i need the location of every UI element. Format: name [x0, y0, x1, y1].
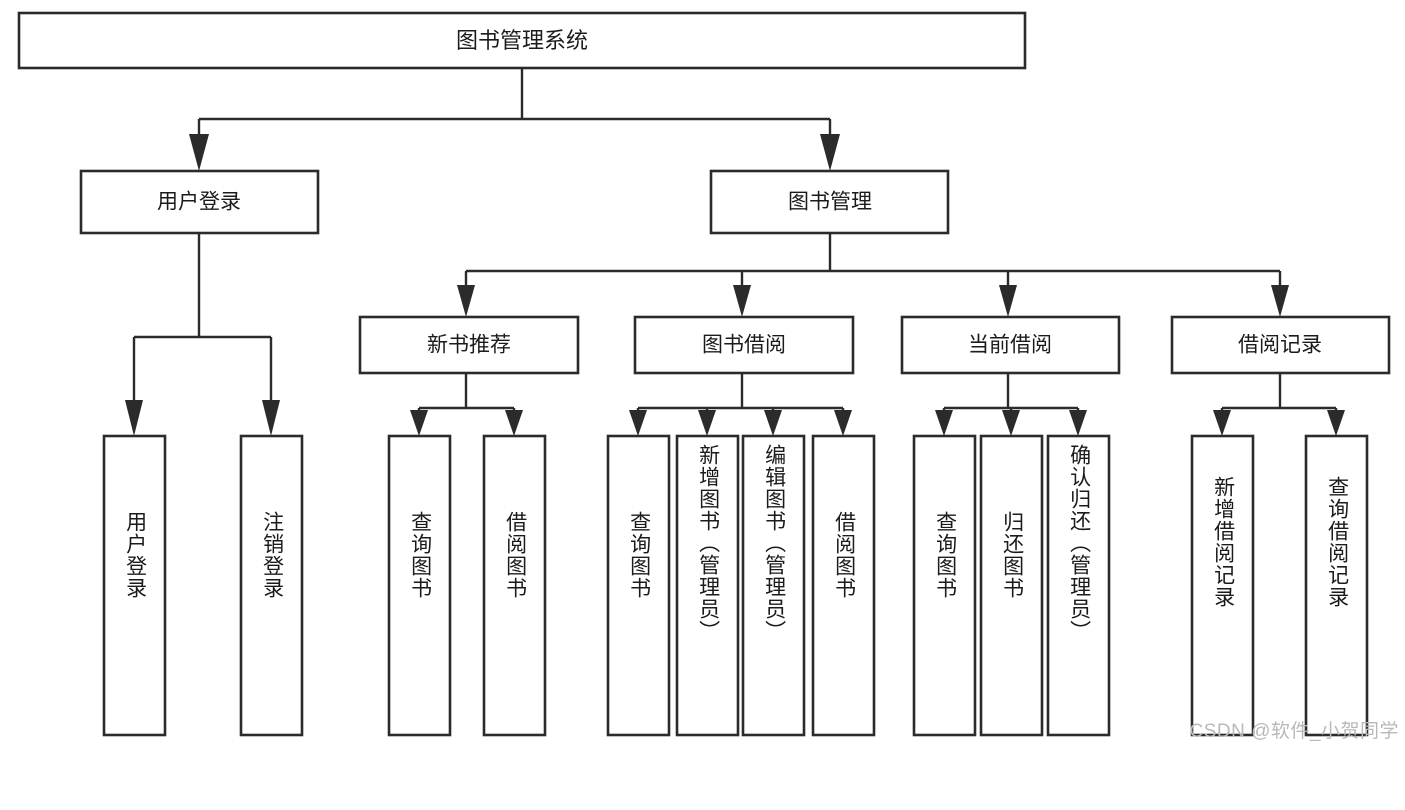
- node-user-login-label: 用户登录: [157, 191, 241, 214]
- arrow-head-leaf-query-book-borrow: [629, 410, 647, 436]
- node-layer: 图书管理系统 用户登录 图书管理 新书推荐 图书借阅 当前借阅 借阅记录: [17, 11, 1391, 737]
- node-book-management-box[interactable]: [709, 169, 950, 235]
- arrow-head-current-borrow: [999, 285, 1017, 317]
- node-root-label: 图书管理系统: [456, 28, 588, 53]
- arrow-head-book-management: [820, 134, 840, 171]
- node-current-borrow-label: 当前借阅: [968, 334, 1052, 357]
- node-borrow-record-box[interactable]: [1170, 315, 1391, 375]
- node-root-box[interactable]: [17, 11, 1027, 70]
- arrow-head-leaf-borrow-book: [834, 410, 852, 436]
- node-new-book-recommend-label: 新书推荐: [427, 334, 511, 357]
- node-leaf-add-borrow-record-box[interactable]: [1190, 434, 1255, 737]
- arrow-head-leaf-return-book: [1002, 410, 1020, 436]
- arrow-head-leaf-edit-book-admin: [764, 410, 782, 436]
- node-leaf-query-book-recommend-box[interactable]: [387, 434, 452, 737]
- arrow-head-leaf-user-login: [125, 400, 143, 436]
- arrow-head-leaf-query-borrow-record: [1327, 410, 1345, 436]
- node-book-borrow-label: 图书借阅: [702, 334, 786, 357]
- node-leaf-borrow-book-box[interactable]: [811, 434, 876, 737]
- csdn-watermark: CSDN @软件_小贺同学: [1189, 721, 1399, 742]
- node-book-management-label: 图书管理: [788, 191, 872, 214]
- node-book-borrow-box[interactable]: [633, 315, 855, 375]
- node-leaf-confirm-return-admin-box[interactable]: [1046, 434, 1111, 737]
- node-user-login-box[interactable]: [79, 169, 320, 235]
- arrow-head-borrow-record: [1271, 285, 1289, 317]
- arrow-head-leaf-confirm-return-admin: [1069, 410, 1087, 436]
- node-borrow-record-label: 借阅记录: [1238, 334, 1322, 357]
- node-leaf-return-book-box[interactable]: [979, 434, 1044, 737]
- arrow-head-leaf-add-borrow-record: [1213, 410, 1231, 436]
- node-leaf-edit-book-admin-box[interactable]: [741, 434, 806, 737]
- node-current-borrow-box[interactable]: [900, 315, 1121, 375]
- arrow-head-user-login: [189, 134, 209, 171]
- node-leaf-logout-login-box[interactable]: [239, 434, 304, 737]
- arrow-head-leaf-borrow-book-recommend: [505, 410, 523, 436]
- flowchart-canvas: 图书管理系统 用户登录 图书管理 新书推荐 图书借阅 当前借阅 借阅记录: [17, 11, 1399, 742]
- node-new-book-recommend-box[interactable]: [358, 315, 580, 375]
- arrow-head-leaf-query-book-recommend: [410, 410, 428, 436]
- node-leaf-query-book-current-box[interactable]: [912, 434, 977, 737]
- arrow-head-new-book-recommend: [457, 285, 475, 317]
- node-leaf-query-borrow-record-box[interactable]: [1304, 434, 1369, 737]
- arrow-head-book-borrow: [733, 285, 751, 317]
- diagram-svg: 图书管理系统 用户登录 图书管理 新书推荐 图书借阅 当前借阅 借阅记录: [17, 11, 1391, 737]
- node-leaf-borrow-book-recommend-box[interactable]: [482, 434, 547, 737]
- arrow-head-leaf-query-book-current: [935, 410, 953, 436]
- connector-layer: [125, 68, 1345, 436]
- arrow-head-leaf-logout-login: [262, 400, 280, 436]
- arrow-head-leaf-add-book-admin: [698, 410, 716, 436]
- node-leaf-add-book-admin-box[interactable]: [675, 434, 740, 737]
- node-leaf-query-book-borrow-box[interactable]: [606, 434, 671, 737]
- node-leaf-user-login-box[interactable]: [102, 434, 167, 737]
